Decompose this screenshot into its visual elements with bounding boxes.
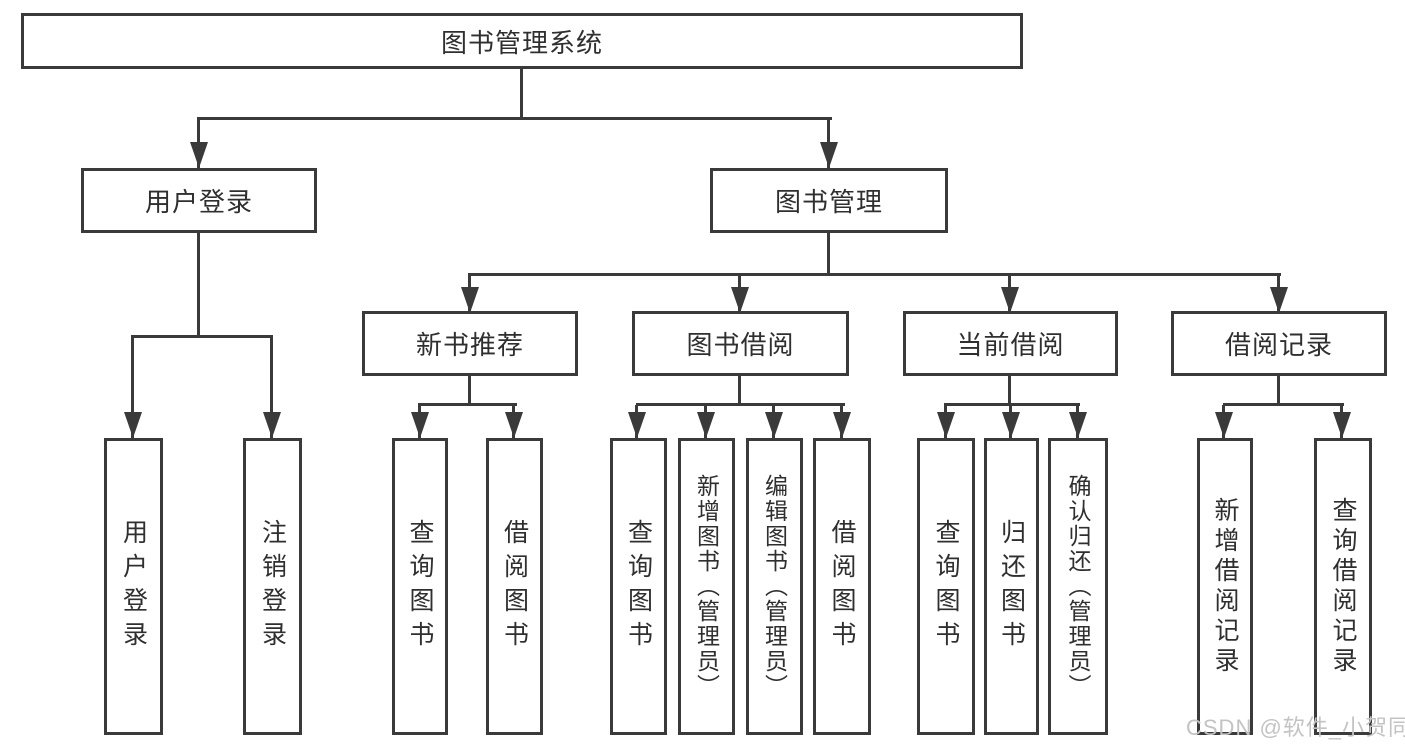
node-new-book-recommend: 新书推荐 [362, 311, 578, 376]
node-current-borrowing: 当前借阅 [903, 311, 1118, 376]
arrow-to-new-book-recommend [461, 275, 479, 313]
leaf-br-add-record: 新增借阅记录 [1197, 438, 1253, 735]
node-root: 图书管理系统 [21, 13, 1023, 69]
arrow-to-leaf-logout [263, 337, 281, 438]
connector-mgmt-rail [468, 273, 1281, 276]
arrow-to-nbr-query-books [411, 405, 429, 438]
leaf-br-query-record: 查询借阅记录 [1314, 438, 1372, 735]
leaf-cb-return-books: 归还图书 [984, 438, 1039, 735]
connector-user-rail [131, 335, 273, 338]
connector-bb-rail [636, 403, 845, 406]
connector-nbr-stem [468, 374, 471, 405]
leaf-user-login: 用户登录 [104, 438, 163, 735]
arrow-to-nbr-borrow-books [505, 405, 523, 438]
arrow-to-current-borrowing [1001, 275, 1019, 313]
leaf-bb-borrow-books: 借阅图书 [813, 438, 871, 735]
arrow-to-cb-query-books [937, 405, 955, 438]
arrow-to-bb-borrow-books [833, 405, 851, 438]
connector-root-rail [197, 117, 832, 120]
leaf-nbr-borrow-books: 借阅图书 [486, 438, 543, 735]
node-borrowing-records: 借阅记录 [1171, 311, 1387, 376]
leaf-bb-add-books-admin: 新增图书（管理员） [678, 438, 735, 735]
connector-cb-stem [1008, 374, 1011, 405]
connector-mgmt-stem [827, 231, 830, 275]
connector-cb-rail [944, 403, 1080, 406]
connector-bb-stem [738, 374, 741, 405]
connector-nbr-rail [418, 403, 517, 406]
arrow-to-bb-edit-books [765, 405, 783, 438]
arrow-to-cb-return-books [1002, 405, 1020, 438]
connector-br-rail [1223, 403, 1344, 406]
node-user-login: 用户登录 [81, 168, 317, 233]
arrow-to-book-management [820, 118, 838, 168]
arrow-to-borrowing-records [1270, 275, 1288, 313]
arrow-to-book-borrowing [731, 275, 749, 313]
leaf-cb-confirm-return-admin: 确认归还（管理员） [1048, 438, 1108, 735]
node-book-borrowing: 图书借阅 [632, 311, 849, 376]
csdn-watermark: CSDN @软件_小贺同学 [1186, 715, 1405, 740]
leaf-logout: 注销登录 [243, 438, 302, 735]
leaf-bb-edit-books-admin: 编辑图书（管理员） [746, 438, 803, 735]
arrow-to-br-add-record [1215, 405, 1233, 438]
connector-user-stem [197, 231, 200, 337]
connector-root-stem [520, 66, 523, 119]
arrow-to-leaf-user-login [124, 337, 142, 438]
arrow-to-bb-add-books [697, 405, 715, 438]
arrow-to-user-login [190, 118, 208, 168]
node-book-management: 图书管理 [710, 168, 948, 233]
leaf-cb-query-books: 查询图书 [917, 438, 975, 735]
arrow-to-br-query-record [1333, 405, 1351, 438]
arrow-to-bb-query-books [628, 405, 646, 438]
arrow-to-cb-confirm-return [1069, 405, 1087, 438]
connector-br-stem [1277, 374, 1280, 405]
leaf-nbr-query-books: 查询图书 [392, 438, 448, 735]
leaf-bb-query-books: 查询图书 [610, 438, 667, 735]
